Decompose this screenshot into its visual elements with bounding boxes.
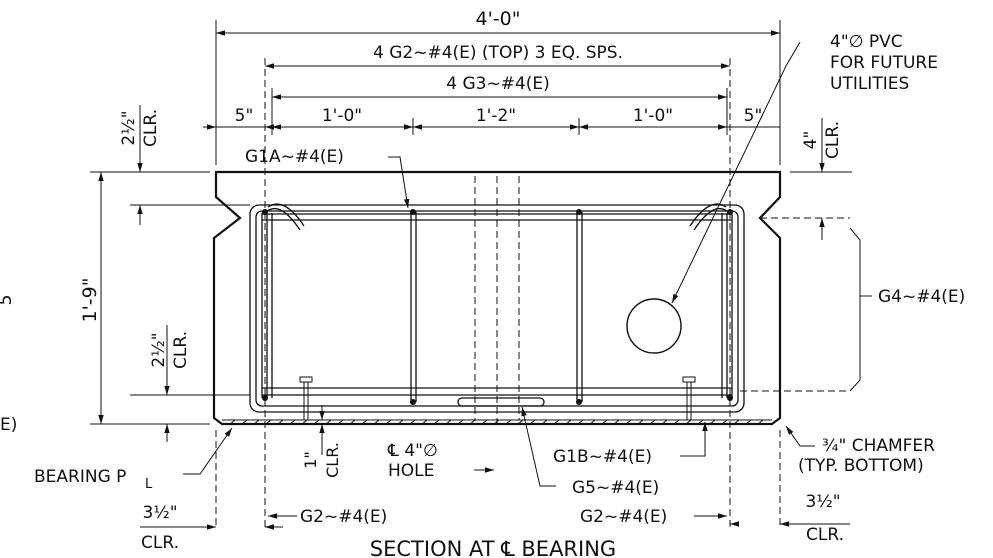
bottom-clear-note: 1" CLR.	[301, 442, 342, 478]
svg-text:CLR.: CLR.	[823, 121, 843, 159]
concrete-section-outline	[212, 170, 782, 426]
bottom-left-clear-num: 3½"	[142, 503, 177, 523]
svg-text:2½": 2½"	[149, 332, 169, 367]
hole-label-2: HOLE	[388, 461, 434, 481]
g3-label: 4 G3~#4(E)	[446, 74, 550, 94]
left-edge-dim: 5"	[235, 106, 254, 126]
overall-width-dim: 4'-0"	[476, 8, 521, 30]
g2-left-label: G2~#4(E)	[300, 507, 387, 527]
leader-lines	[183, 41, 872, 519]
g5-label: G5~#4(E)	[572, 478, 659, 498]
right-clear-note: 4" CLR.	[801, 121, 843, 159]
svg-text:5: 5	[0, 295, 16, 306]
g1a-label: G1A~#4(E)	[245, 147, 344, 167]
svg-text:2½": 2½"	[119, 110, 139, 145]
svg-text:CLR.: CLR.	[141, 109, 161, 147]
left-fragment-bottom: E)	[0, 415, 17, 435]
depth-dim: 1'-9"	[79, 278, 101, 323]
svg-text:CLR.: CLR.	[171, 331, 191, 369]
g1b-label: G1B~#4(E)	[553, 447, 652, 467]
bearing-plate-label: BEARING P	[34, 467, 126, 487]
pvc-conduit-circle	[626, 298, 682, 354]
left-fragment-top: 5	[0, 295, 16, 306]
bottom-chamfer-strip	[222, 419, 772, 425]
svg-text:1'-9": 1'-9"	[79, 278, 101, 323]
left-dimensions	[90, 150, 250, 442]
hole-label-1: ℄ 4"∅	[387, 441, 438, 461]
reference-dashed-lines	[215, 58, 850, 528]
chamfer-label-1: ¾" CHAMFER	[822, 436, 935, 456]
g2-right-label: G2~#4(E)	[580, 507, 667, 527]
svg-text:CLR.: CLR.	[323, 442, 342, 478]
space-3-dim: 1'-0"	[633, 106, 673, 126]
bottom-right-clear-num: 3½"	[805, 492, 840, 512]
section-title: SECTION AT ℄ BEARING	[370, 537, 616, 558]
g4-label: G4~#4(E)	[878, 287, 965, 307]
bearing-plate-mark: L	[145, 477, 153, 492]
right-dimensions	[730, 150, 852, 527]
bottom-dimensions	[140, 405, 325, 530]
pvc-label-1: 4"∅ PVC	[830, 32, 903, 52]
space-1-dim: 1'-0"	[322, 106, 362, 126]
mid-left-clear-note: 2½" CLR.	[149, 331, 191, 369]
space-2-dim: 1'-2"	[476, 106, 516, 126]
right-edge-dim: 5"	[744, 106, 763, 126]
bottom-right-clear: CLR.	[806, 525, 844, 545]
g2-top-label: 4 G2~#4(E) (TOP) 3 EQ. SPS.	[373, 43, 623, 63]
bottom-left-clear: CLR.	[141, 533, 179, 553]
chamfer-label-2: (TYP. BOTTOM)	[798, 456, 924, 476]
pvc-label-2: FOR FUTURE	[830, 53, 938, 73]
reinforcement-bars	[249, 203, 745, 420]
top-left-clear-note: 2½" CLR.	[119, 109, 161, 147]
top-dimensions	[203, 20, 781, 165]
svg-text:1": 1"	[301, 451, 320, 469]
svg-text:4": 4"	[801, 131, 821, 150]
pvc-label-3: UTILITIES	[830, 74, 909, 94]
